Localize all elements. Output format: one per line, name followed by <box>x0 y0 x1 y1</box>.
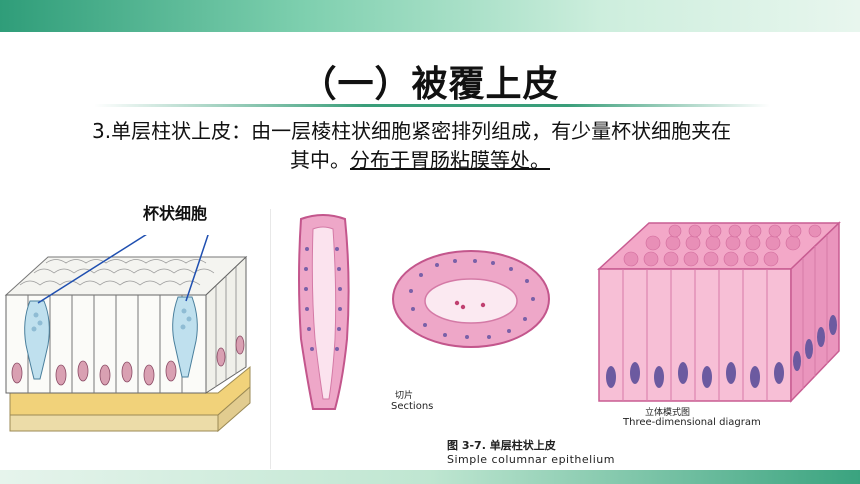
diagram-label-cn: 立体模式图 <box>645 408 691 418</box>
paragraph-line-1: 3.单层柱状上皮：由一层棱柱状细胞紧密排列组成，有少量杯状细胞夹在 <box>92 119 732 143</box>
sections-label-cn: 切片 <box>395 391 414 401</box>
goblet-cell-illustration <box>4 235 251 433</box>
sections-label-en: Sections <box>391 401 434 412</box>
slide-title: （一）被覆上皮 <box>300 64 560 105</box>
bottom-decor-band <box>0 470 860 484</box>
top-decor-band <box>0 0 860 32</box>
textbook-figure: 切片 Sections 立体模式图 Three-dimensional diag… <box>270 209 847 469</box>
goblet-cell-label: 杯状细胞 <box>143 204 208 223</box>
diagram-label-en: Three-dimensional diagram <box>623 417 761 428</box>
epithelium-drawings <box>298 214 841 410</box>
body-paragraph: 3.单层柱状上皮：由一层棱柱状细胞紧密排列组成，有少量杯状细胞夹在 其中。分布于… <box>92 117 832 175</box>
figure-caption-en: Simple columnar epithelium <box>447 453 615 466</box>
paragraph-line-2-underlined: 分布于胃肠粘膜等处。 <box>350 148 550 172</box>
figure-caption-cn: 图 3-7. 单层柱状上皮 <box>447 439 556 452</box>
title-underline <box>94 104 770 107</box>
paragraph-line-2-plain: 其中。 <box>290 148 350 172</box>
paragraph-line-2: 其中。分布于胃肠粘膜等处。 <box>92 146 832 175</box>
